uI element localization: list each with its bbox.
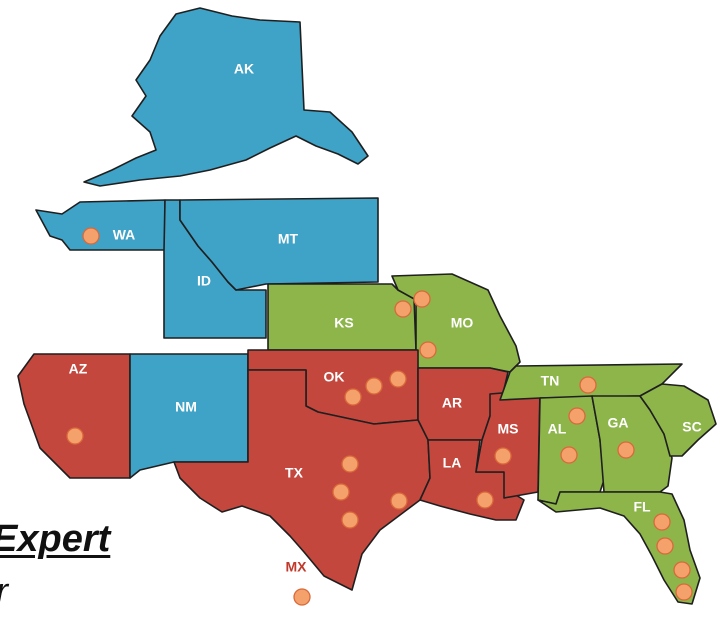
marker-ok-3[interactable]: [389, 370, 407, 388]
state-sc: [639, 383, 717, 457]
marker-ga[interactable]: [617, 441, 635, 459]
state-wa: [35, 199, 166, 251]
marker-mo[interactable]: [419, 341, 437, 359]
label-fl: FL: [633, 499, 651, 515]
caption-subtitle: r: [0, 570, 8, 612]
marker-fl-4[interactable]: [675, 583, 693, 601]
marker-fl-1[interactable]: [653, 513, 671, 531]
location-markers: [66, 227, 693, 606]
label-ks: KS: [334, 315, 353, 331]
marker-ms[interactable]: [494, 447, 512, 465]
marker-fl-2[interactable]: [656, 537, 674, 555]
label-mt: MT: [278, 231, 299, 247]
marker-tx-2[interactable]: [332, 483, 350, 501]
label-ms: MS: [498, 421, 519, 437]
marker-ok-2[interactable]: [365, 377, 383, 395]
state-mt: [179, 197, 379, 291]
label-la: LA: [443, 455, 462, 471]
marker-tn[interactable]: [579, 376, 597, 394]
marker-la[interactable]: [476, 491, 494, 509]
label-sc: SC: [682, 419, 701, 435]
state-fl: [537, 491, 701, 605]
state-tx: [173, 369, 431, 591]
label-id: ID: [197, 273, 211, 289]
marker-tx-1[interactable]: [341, 455, 359, 473]
label-tn: TN: [541, 373, 560, 389]
label-nm: NM: [175, 399, 197, 415]
label-mo: MO: [451, 315, 474, 331]
marker-tx-3[interactable]: [341, 511, 359, 529]
caption-title: Expert: [0, 518, 111, 560]
marker-fl-3[interactable]: [673, 561, 691, 579]
marker-tx-4[interactable]: [390, 492, 408, 510]
label-ok: OK: [324, 369, 345, 385]
label-mx: MX: [286, 559, 308, 575]
label-al: AL: [548, 421, 567, 437]
marker-az[interactable]: [66, 427, 84, 445]
marker-al-2[interactable]: [560, 446, 578, 464]
label-ar: AR: [442, 395, 462, 411]
label-ak: AK: [234, 61, 254, 77]
label-az: AZ: [69, 361, 88, 377]
label-tx: TX: [285, 465, 304, 481]
marker-mx[interactable]: [293, 588, 311, 606]
label-ga: GA: [608, 415, 629, 431]
marker-ok-1[interactable]: [344, 388, 362, 406]
label-wa: WA: [113, 227, 136, 243]
marker-ks-2[interactable]: [413, 290, 431, 308]
marker-ks-1[interactable]: [394, 300, 412, 318]
state-nm: [129, 353, 249, 479]
marker-wa[interactable]: [82, 227, 100, 245]
state-ak: [83, 7, 369, 187]
marker-al-1[interactable]: [568, 407, 586, 425]
